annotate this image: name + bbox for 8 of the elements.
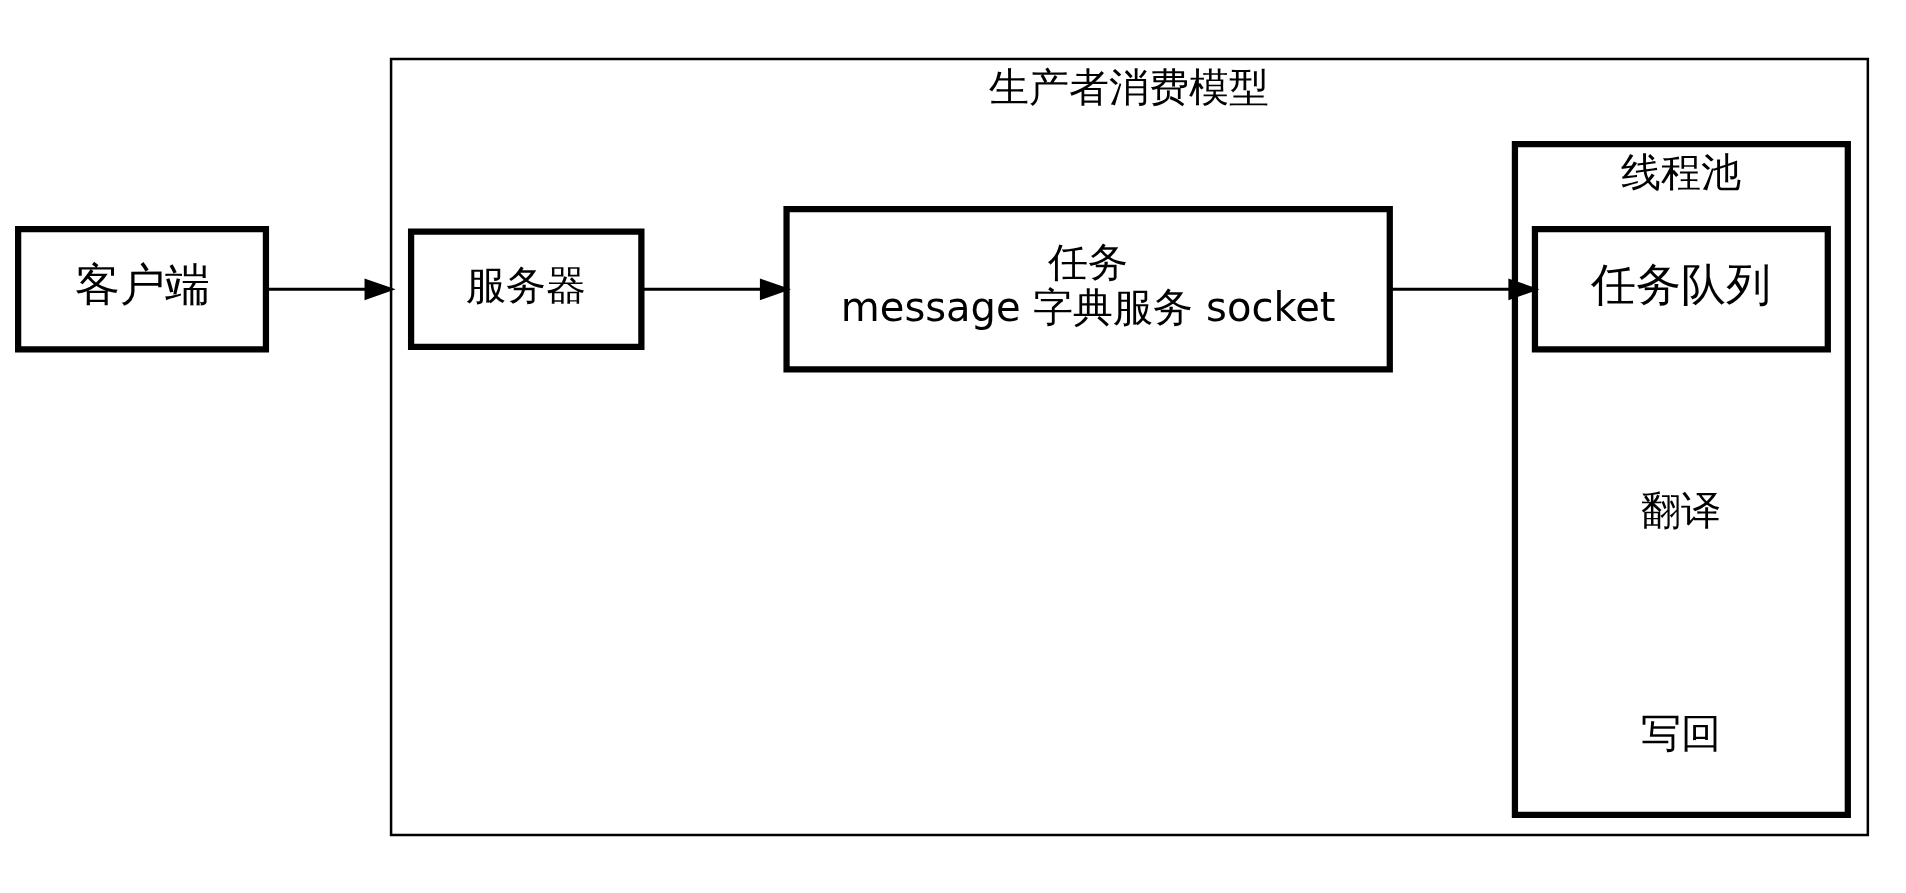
node-box: 服务器 (407, 228, 645, 350)
node-box: 客户端 (15, 225, 270, 352)
arrow (1389, 277, 1540, 300)
label: 写回 (1641, 709, 1722, 756)
label: 翻译 (1641, 486, 1722, 533)
arrow (641, 277, 791, 300)
node-box: 任务 message 字典服务 socket (783, 205, 1393, 373)
node-box: 任务队列 (1531, 225, 1831, 352)
